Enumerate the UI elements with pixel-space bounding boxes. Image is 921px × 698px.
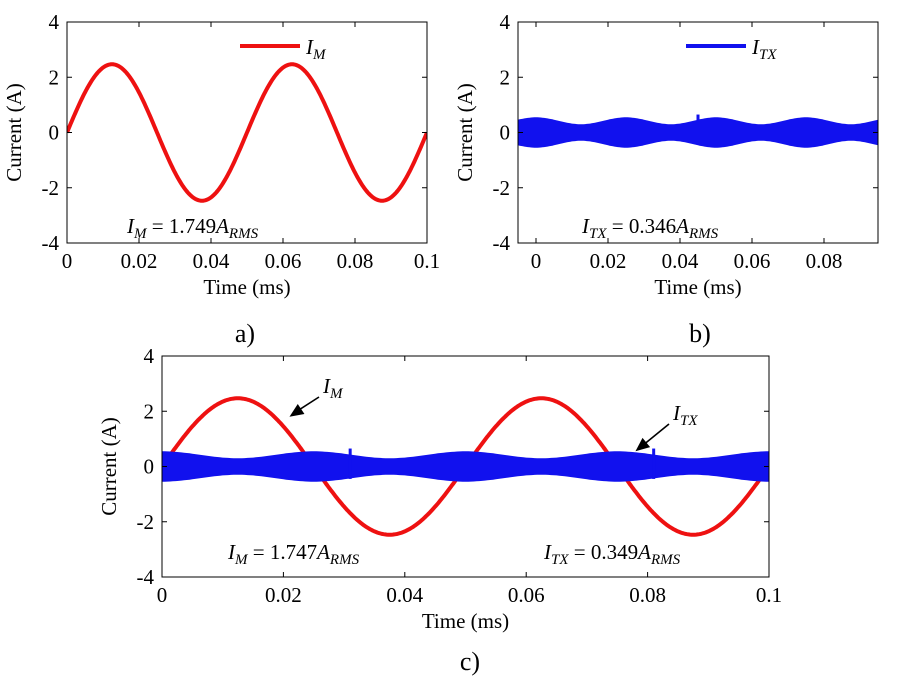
plot-area: [67, 62, 427, 203]
x-tick-label: 0.02: [265, 583, 302, 607]
arrow-label: ITX: [672, 401, 698, 429]
x-tick-label: 0.04: [662, 249, 699, 273]
y-tick-label: 0: [49, 121, 60, 145]
plot-area: [162, 396, 769, 537]
x-tick-label: 0.1: [414, 249, 440, 273]
x-tick-label: 0.04: [386, 583, 423, 607]
series-band-i-tx: [162, 451, 769, 482]
y-tick-label: 4: [500, 10, 511, 34]
y-tick-label: 0: [144, 455, 155, 479]
rms-annotation: ITX = 0.349ARMS: [543, 540, 681, 568]
x-tick-label: 0.08: [629, 583, 666, 607]
x-tick-label: 0.06: [734, 249, 771, 273]
x-tick-label: 0.06: [508, 583, 545, 607]
x-axis-label: Time (ms): [654, 275, 741, 299]
panel-label: b): [689, 319, 711, 348]
x-tick-label: 0: [157, 583, 168, 607]
y-tick-label: 4: [49, 10, 60, 34]
y-axis-label: Current (A): [97, 417, 121, 516]
x-tick-label: 0.08: [806, 249, 843, 273]
x-axis-label: Time (ms): [203, 275, 290, 299]
y-axis-label: Current (A): [2, 83, 26, 182]
y-tick-label: 0: [500, 121, 511, 145]
panel-label: c): [460, 647, 480, 676]
arrow-head: [289, 403, 305, 417]
x-tick-label: 0.08: [337, 249, 374, 273]
y-tick-label: 2: [144, 399, 155, 423]
x-tick-label: 0.02: [121, 249, 158, 273]
legend-entry: IM: [305, 35, 327, 63]
plot-area: [518, 114, 878, 148]
x-tick-label: 0.1: [756, 583, 782, 607]
series-line-i-m: [67, 62, 427, 203]
rms-annotation: ITX = 0.346ARMS: [581, 214, 719, 242]
y-tick-label: -2: [493, 176, 511, 200]
y-tick-label: -4: [137, 565, 155, 589]
x-tick-label: 0.06: [265, 249, 302, 273]
y-tick-label: -4: [493, 231, 511, 255]
panel-label: a): [235, 319, 255, 348]
y-axis-label: Current (A): [453, 83, 477, 182]
x-tick-label: 0.04: [193, 249, 230, 273]
y-tick-label: 2: [500, 65, 511, 89]
y-tick-label: -4: [42, 231, 60, 255]
y-tick-label: 4: [144, 344, 155, 368]
arrow-label: IM: [322, 374, 344, 402]
x-axis-label: Time (ms): [422, 609, 509, 633]
legend-entry: ITX: [751, 35, 777, 63]
x-tick-label: 0.02: [590, 249, 627, 273]
y-tick-label: -2: [137, 510, 155, 534]
x-tick-label: 0: [62, 249, 73, 273]
arrow-head: [635, 437, 651, 452]
rms-annotation: IM = 1.749ARMS: [126, 214, 259, 242]
x-tick-label: 0: [531, 249, 542, 273]
y-tick-label: 2: [49, 65, 60, 89]
rms-annotation: IM = 1.747ARMS: [227, 540, 360, 568]
y-tick-label: -2: [42, 176, 60, 200]
